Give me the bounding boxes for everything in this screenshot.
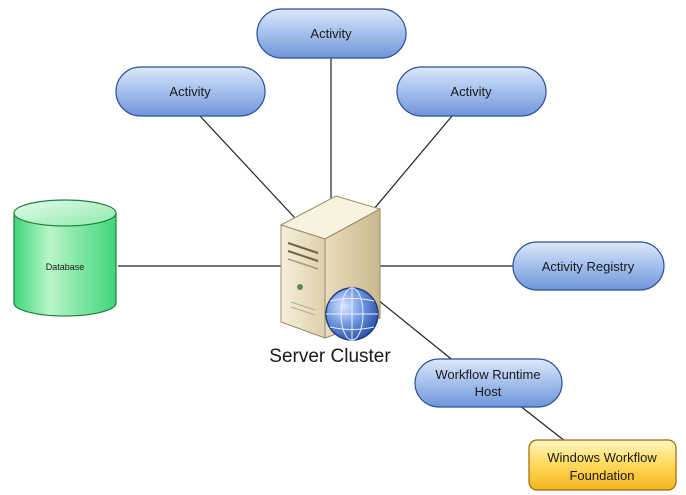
database-label: Database (46, 262, 85, 272)
windows-workflow-label-line1: Windows Workflow (547, 450, 657, 465)
activity-left-label: Activity (169, 84, 211, 99)
activity-registry-label: Activity Registry (542, 259, 635, 274)
workflow-runtime-host-label-line2: Host (475, 384, 502, 399)
database-node[interactable]: Database (13, 199, 117, 317)
activity-node-right[interactable]: Activity (396, 66, 547, 117)
connector-activity-right (367, 115, 453, 217)
activity-right-label: Activity (450, 84, 492, 99)
server-tower-icon (279, 195, 382, 339)
server-cluster-label: Server Cluster (269, 346, 391, 367)
windows-workflow-label-line2: Foundation (569, 468, 634, 483)
activity-node-top[interactable]: Activity (256, 8, 407, 59)
connector-activity-left (199, 115, 296, 219)
globe-icon (325, 287, 379, 341)
workflow-runtime-host-label-line1: Workflow Runtime (435, 367, 540, 382)
workflow-runtime-host-node[interactable]: Workflow Runtime Host (414, 358, 563, 408)
server-cluster-node[interactable]: Server Cluster (269, 195, 391, 367)
windows-workflow-foundation-node[interactable]: Windows Workflow Foundation (528, 439, 677, 491)
activity-registry-node[interactable]: Activity Registry (512, 241, 665, 291)
connector-workflow-runtime-host (377, 299, 456, 363)
activity-node-left[interactable]: Activity (115, 66, 266, 117)
activity-top-label: Activity (310, 26, 352, 41)
